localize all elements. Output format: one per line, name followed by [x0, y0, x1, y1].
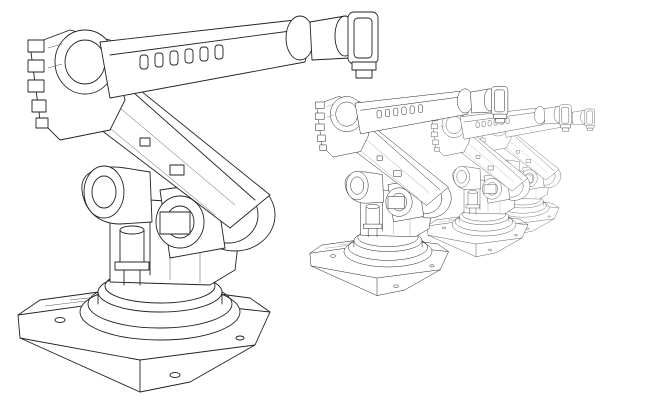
robot-arm-1 — [17, 11, 379, 393]
